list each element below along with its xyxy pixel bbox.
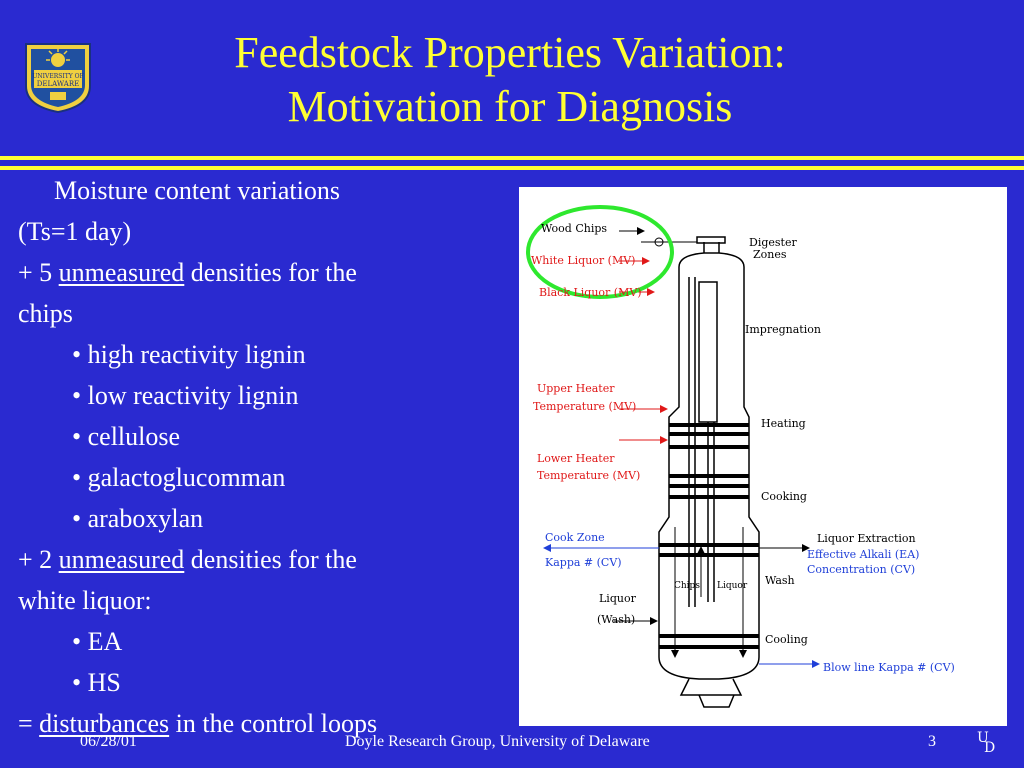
- label-zones: Zones: [753, 248, 787, 261]
- highlight-circle: [526, 205, 674, 299]
- underlined-term: unmeasured: [58, 545, 185, 574]
- label-liquor: Liquor: [599, 592, 637, 605]
- label-lower-heater: Lower Heater: [537, 452, 615, 465]
- heater-bands: [659, 423, 759, 649]
- label-wood-chips: Wood Chips: [541, 222, 607, 235]
- label-lower-heater-temp: Temperature (MV): [537, 469, 640, 482]
- text-line: Moisture content variations: [54, 176, 340, 205]
- footer-group: Doyle Research Group, University of Dela…: [345, 733, 650, 750]
- svg-text:U: U: [977, 730, 989, 746]
- svg-text:D: D: [984, 740, 995, 754]
- list-item: • araboxylan: [72, 504, 204, 533]
- label-impregnation: Impregnation: [745, 323, 821, 336]
- list-item: • high reactivity lignin: [72, 340, 306, 369]
- bullet-list: Moisture content variations (Ts=1 day) +…: [18, 170, 513, 744]
- label-cook-zone: Cook Zone: [545, 531, 605, 544]
- list-item: • EA: [72, 627, 123, 656]
- label-chips: Chips: [674, 581, 700, 591]
- title-divider-bottom: [0, 166, 1024, 170]
- title-divider-top: [0, 156, 1024, 160]
- label-kappa-cv: Kappa # (CV): [545, 556, 622, 569]
- ud-monogram-icon: U D: [977, 730, 995, 754]
- university-logo: UNIVERSITY OF DELAWARE: [25, 43, 91, 114]
- title-line-1: Feedstock Properties Variation:: [234, 28, 786, 77]
- label-wash: Wash: [765, 574, 795, 587]
- digester-diagram: Wood Chips White Liquor (MV) Black Liquo…: [519, 187, 1007, 726]
- slide-title: Feedstock Properties Variation: Motivati…: [150, 26, 870, 134]
- underlined-term: unmeasured: [58, 258, 185, 287]
- label-black-liquor: Black Liquor (MV): [539, 286, 642, 299]
- text-line: (Ts=1 day): [18, 217, 132, 246]
- text-line: chips: [18, 299, 73, 328]
- underlined-term: disturbances: [39, 709, 170, 738]
- text-line: + 2 unmeasured densities for the: [18, 545, 357, 574]
- footer-date: 06/28/01: [80, 733, 137, 750]
- label-liquor-extraction: Liquor Extraction: [817, 532, 916, 545]
- label-cooling: Cooling: [765, 633, 808, 646]
- svg-text:DELAWARE: DELAWARE: [37, 80, 79, 88]
- title-line-2: Motivation for Diagnosis: [287, 82, 733, 131]
- label-white-liquor: White Liquor (MV): [531, 254, 635, 267]
- label-effective-alkali: Effective Alkali (EA): [807, 548, 919, 561]
- label-liquor-inner: Liquor: [717, 581, 748, 591]
- list-item: • low reactivity lignin: [72, 381, 299, 410]
- label-heating: Heating: [761, 417, 806, 430]
- label-cooking: Cooking: [761, 490, 807, 503]
- label-upper-heater: Upper Heater: [537, 382, 615, 395]
- list-item: • cellulose: [72, 422, 181, 451]
- svg-text:UNIVERSITY OF: UNIVERSITY OF: [32, 73, 83, 80]
- label-blow-line: Blow line Kappa # (CV): [823, 661, 955, 674]
- text-line: = disturbances in the control loops: [18, 709, 378, 738]
- label-digester: Digester: [749, 236, 797, 249]
- footer-page-number: 3: [928, 733, 936, 750]
- label-wash-paren: (Wash): [597, 613, 635, 626]
- text-line: white liquor:: [18, 586, 152, 615]
- label-ea-concentration: Concentration (CV): [807, 563, 915, 576]
- text-line: + 5 unmeasured densities for the: [18, 258, 357, 287]
- list-item: • HS: [72, 668, 121, 697]
- list-item: • galactoglucomman: [72, 463, 286, 492]
- label-upper-heater-temp: Temperature (MV): [533, 400, 636, 413]
- digester-vessel: [658, 236, 760, 708]
